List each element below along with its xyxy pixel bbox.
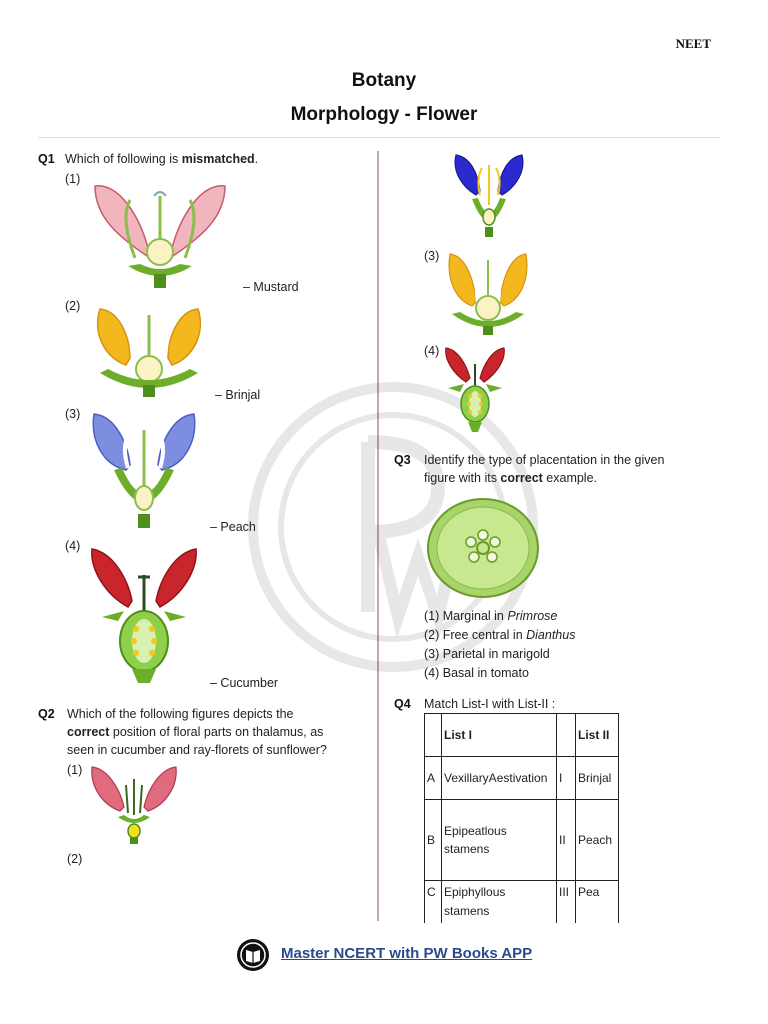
q3-option-4: (4) Basal in tomato [424, 666, 529, 680]
q1-caption-1: – Mustard [243, 280, 299, 294]
q3-option-1: (1) Marginal in Primrose [424, 609, 558, 623]
q1-option-3-label: (3) [65, 407, 81, 421]
subject-title: Botany [351, 70, 417, 91]
q3-question-line2: figure with its correct example. [424, 471, 598, 485]
q2-question-line3: seen in cucumber and ray-florets of sunf… [67, 743, 327, 757]
q1-number: Q1 [38, 152, 55, 166]
header-divider [38, 137, 720, 138]
q3-number: Q3 [394, 453, 411, 467]
pw-books-app-link[interactable]: Master NCERT with PW Books APP [281, 945, 533, 962]
q2-question-line2: correct position of floral parts on thal… [67, 725, 324, 739]
table-row: C Epiphyllous stamens III Pea [424, 880, 619, 923]
list-ii-header: List II [575, 713, 619, 757]
column-divider [377, 151, 379, 921]
q2-flower-2-diagram [454, 154, 524, 237]
q1-option-4-label: (4) [65, 539, 81, 553]
q2-flower-1-diagram [91, 766, 177, 844]
table-header-row: List I List II [424, 713, 619, 757]
pw-book-icon [237, 939, 269, 971]
table-row: B Epipeatlous stamens II Peach [424, 799, 619, 881]
q2-flower-4-diagram [445, 347, 505, 432]
q1-option-1-label: (1) [65, 172, 81, 186]
flower-brinjal-diagram [96, 308, 202, 397]
q1-caption-3: – Peach [210, 520, 256, 534]
q2-flower-3-diagram [448, 253, 528, 335]
q2-option-4-label: (4) [424, 344, 440, 358]
exam-label: NEET [675, 36, 711, 51]
q4-question: Match List-I with List-II : [424, 697, 556, 711]
match-list-table: List I List II A VexillaryAestivation I … [424, 713, 619, 923]
q2-option-2-label: (2) [67, 852, 83, 866]
q4-number: Q4 [394, 697, 411, 711]
q1-option-2-label: (2) [65, 299, 81, 313]
table-row: A VexillaryAestivation I Brinjal [424, 756, 619, 800]
q2-option-3-label: (3) [424, 249, 440, 263]
chapter-title: Morphology - Flower [290, 104, 478, 125]
list-i-header: List I [441, 713, 557, 757]
q2-question-line1: Which of the following figures depicts t… [67, 707, 294, 721]
q2-option-1-label: (1) [67, 763, 83, 777]
flower-peach-diagram [92, 413, 196, 528]
q2-number: Q2 [38, 707, 55, 721]
flower-mustard-diagram [94, 185, 226, 288]
flower-cucumber-diagram [91, 548, 197, 683]
q1-caption-4: – Cucumber [210, 676, 279, 690]
placentation-cross-section-diagram [427, 498, 539, 598]
q1-caption-2: – Brinjal [215, 388, 261, 402]
q1-question: Which of following is mismatched. [65, 152, 259, 166]
q3-option-2: (2) Free central in Dianthus [424, 628, 576, 642]
q3-question-line1: Identify the type of placentation in the… [424, 453, 665, 467]
q3-option-3: (3) Parietal in marigold [424, 647, 550, 661]
